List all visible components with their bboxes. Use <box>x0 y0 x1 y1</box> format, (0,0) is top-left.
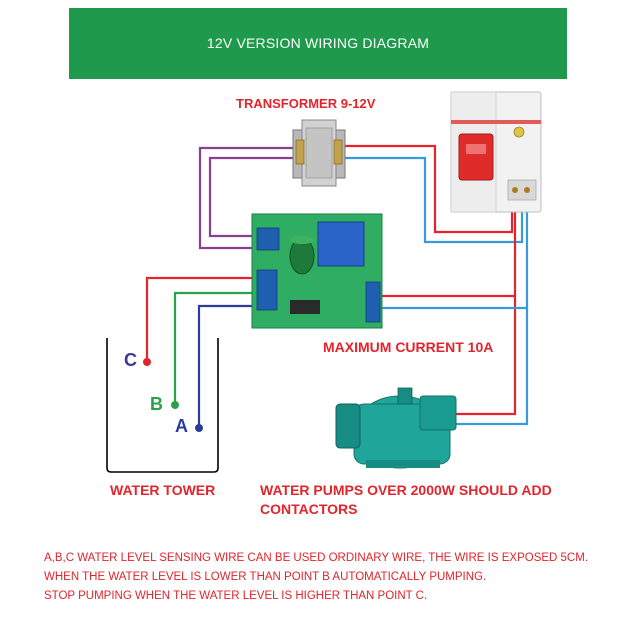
wire-b-green <box>173 291 252 405</box>
probe-b-label: B <box>150 394 163 414</box>
transformer-label: TRANSFORMER 9-12V <box>236 96 376 111</box>
wire-transformer-out-1 <box>198 146 293 250</box>
wire-transformer-in-red <box>345 144 514 234</box>
wire-transformer-in-blue <box>345 156 524 244</box>
title-banner: 12V VERSION WIRING DIAGRAM <box>69 8 567 79</box>
water-tower-tank <box>106 338 219 473</box>
note-line: WHEN THE WATER LEVEL IS LOWER THAN POINT… <box>44 571 487 583</box>
wire-pump-blue <box>380 306 529 426</box>
wire-c-red <box>145 276 252 362</box>
wire-a-navy <box>197 304 252 428</box>
probe-c-dot <box>143 358 151 366</box>
max-current-label: MAXIMUM CURRENT 10A <box>323 339 494 355</box>
pump-contactor-note: WATER PUMPS OVER 2000W SHOULD ADD CONTAC… <box>260 482 552 517</box>
probe-a-dot <box>195 424 203 432</box>
water-pump <box>335 387 457 469</box>
note-line: A,B,C WATER LEVEL SENSING WIRE CAN BE US… <box>44 552 589 564</box>
transformer <box>292 119 346 187</box>
diagram-title: 12V VERSION WIRING DIAGRAM <box>206 35 430 51</box>
probe-b-dot <box>171 401 179 409</box>
probe-a-label: A <box>175 416 188 436</box>
controller-board <box>251 213 383 329</box>
wire-pump-red <box>380 294 517 416</box>
water-tower-label: WATER TOWER <box>110 482 216 498</box>
instruction-notes: A,B,C WATER LEVEL SENSING WIRE CAN BE US… <box>44 549 634 606</box>
wire-transformer-out-2 <box>208 156 293 238</box>
probe-c-label: C <box>124 350 137 370</box>
circuit-breaker <box>450 91 542 213</box>
note-line: STOP PUMPING WHEN THE WATER LEVEL IS HIG… <box>44 590 428 602</box>
